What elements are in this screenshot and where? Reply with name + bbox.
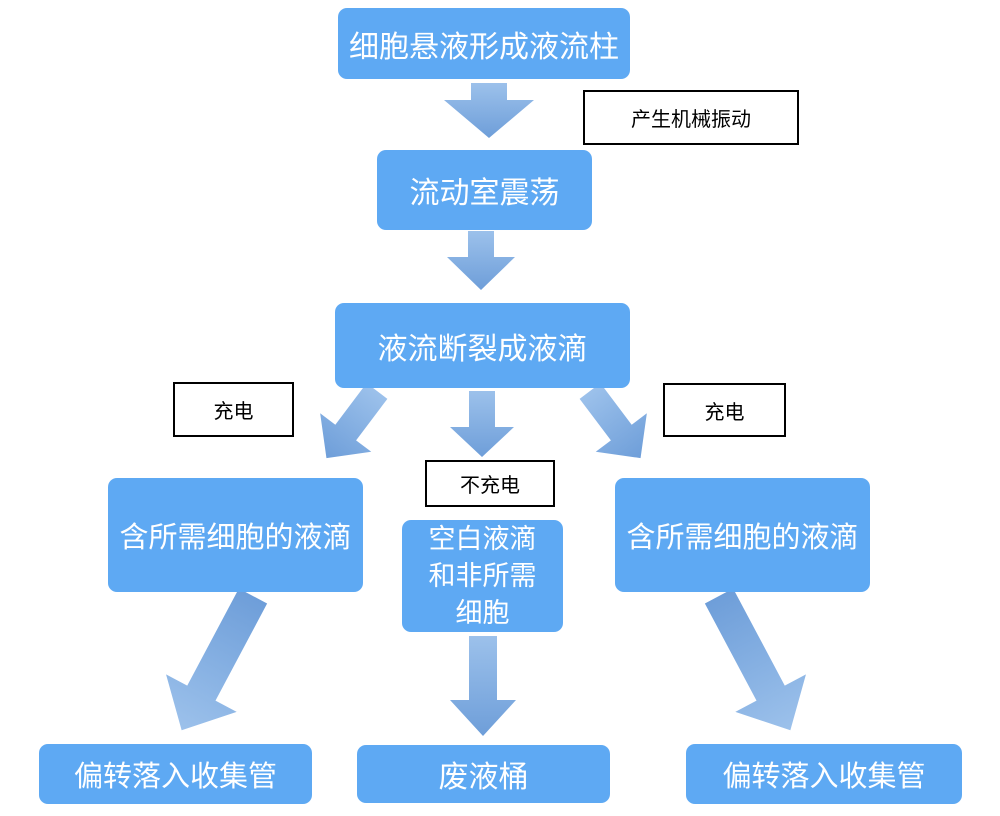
note-no-charge: 不充电	[425, 460, 555, 507]
node-outcome-right: 偏转落入收集管	[686, 744, 962, 804]
node-step3: 液流断裂成液滴	[335, 303, 630, 388]
arrow-step2-to-step3	[447, 231, 515, 290]
node-branch-left: 含所需细胞的液滴	[108, 478, 363, 592]
arrow-step1-to-step2	[444, 83, 534, 138]
arrow-step3-to-branch-right	[579, 383, 647, 459]
node-step2: 流动室震荡	[377, 150, 592, 230]
arrow-branch-center-to-outcome	[450, 636, 516, 736]
node-branch-center: 空白液滴 和非所需 细胞	[402, 520, 563, 632]
branch-center-line2: 和非所需	[428, 560, 537, 591]
branch-center-line1: 空白液滴	[428, 523, 537, 554]
node-branch-right: 含所需细胞的液滴	[615, 478, 870, 592]
note-charge-right: 充电	[663, 383, 786, 437]
arrow-branch-left-to-outcome	[166, 588, 268, 731]
arrow-step3-to-branch-left	[320, 383, 388, 459]
arrow-step3-to-branch-center	[450, 391, 514, 457]
node-outcome-left: 偏转落入收集管	[39, 744, 312, 804]
arrow-branch-right-to-outcome	[704, 588, 806, 731]
node-step1: 细胞悬液形成液流柱	[338, 8, 630, 79]
branch-center-line3: 细胞	[455, 597, 510, 628]
note-charge-left: 充电	[173, 382, 294, 437]
note-mechanical-vibration: 产生机械振动	[583, 90, 799, 145]
node-outcome-center: 废液桶	[357, 745, 610, 803]
